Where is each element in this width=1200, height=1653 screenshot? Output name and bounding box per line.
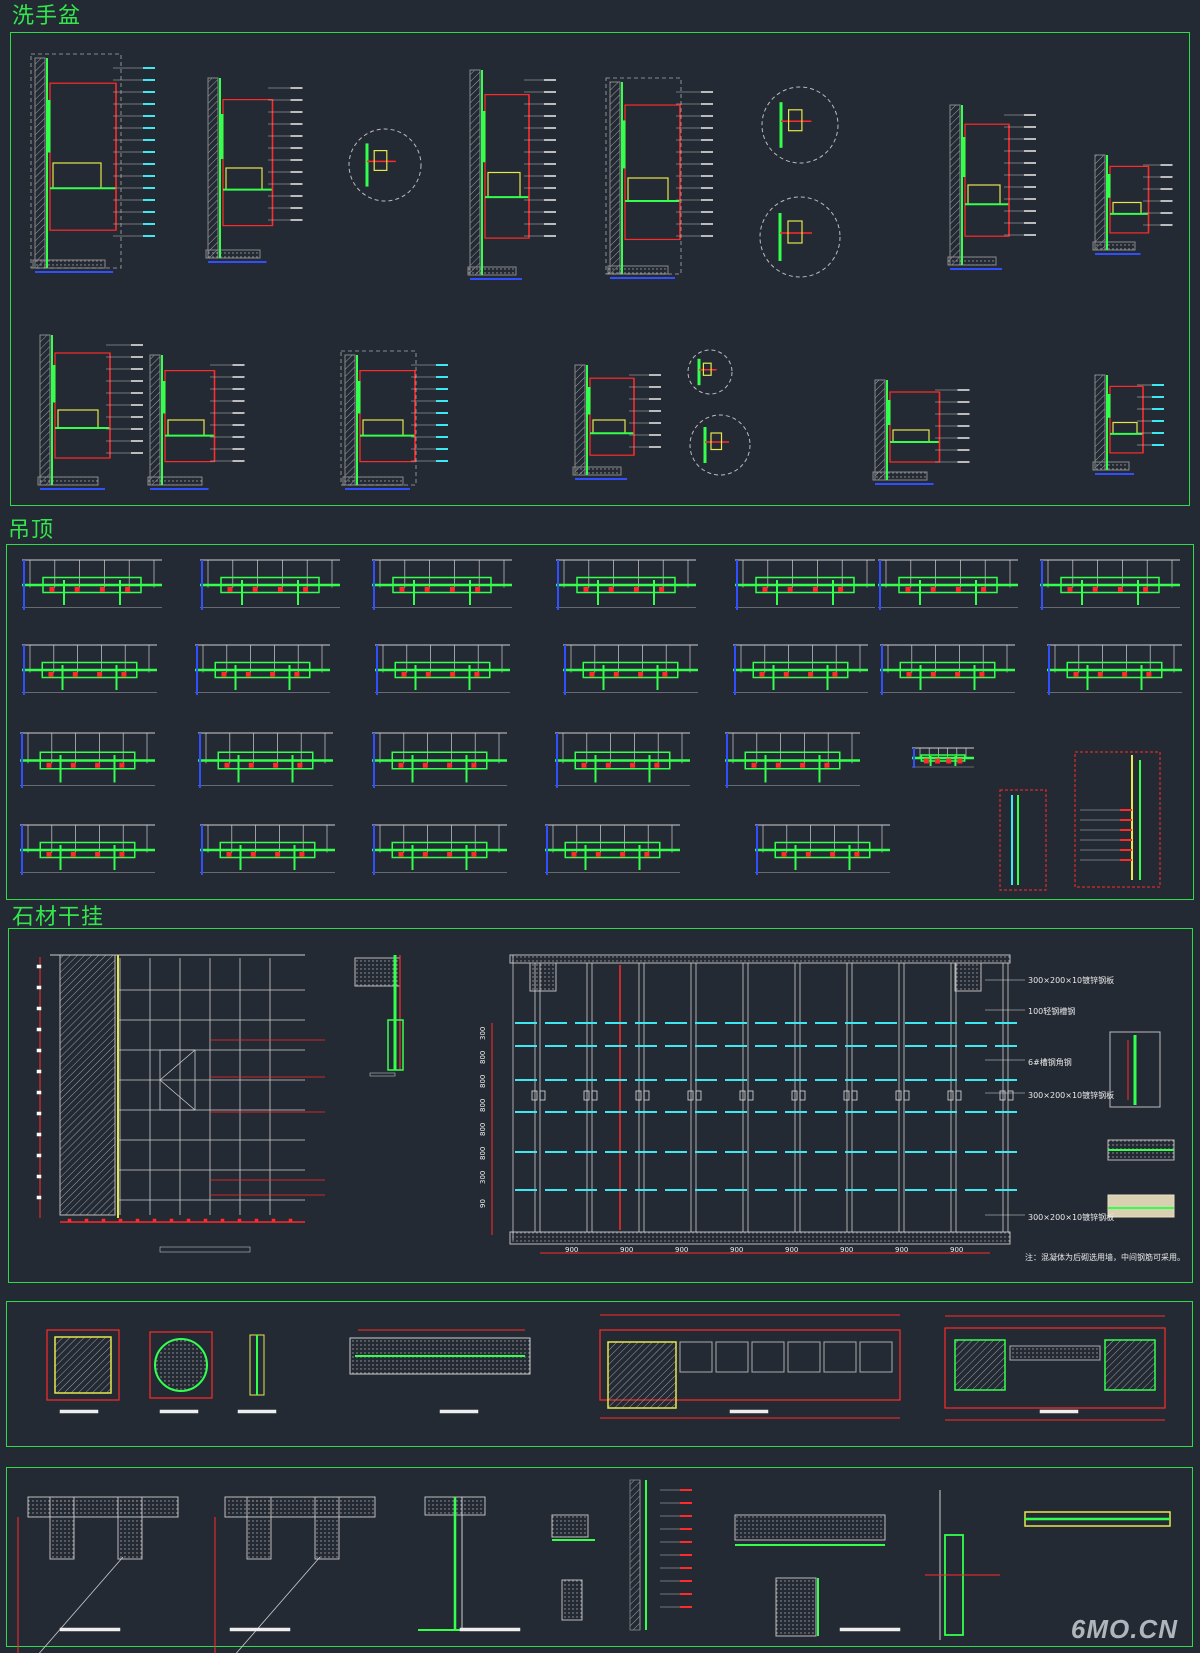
basin-section [147, 354, 245, 490]
ceiling-profile [372, 559, 512, 610]
ceiling-profile [200, 559, 340, 610]
detail-circle [759, 196, 841, 278]
dim-bottom-2: 900 [675, 1246, 688, 1254]
ceiling-profile [195, 644, 330, 695]
section-title-stone: 石材干挂 [12, 905, 105, 930]
ceiling-profile [725, 732, 860, 788]
ceiling-profile [372, 732, 507, 788]
dim-bottom-5: 900 [840, 1246, 853, 1254]
ceiling-profile [198, 732, 333, 788]
ceiling-profile [20, 732, 155, 788]
ceiling-profile [1040, 559, 1180, 610]
ceiling-profile [563, 644, 698, 695]
basin-frame [10, 32, 1190, 506]
stone-beam [214, 1496, 376, 1653]
ceiling-profile [1047, 644, 1182, 695]
dim-left-6: 300 [479, 1171, 487, 1184]
stone-elevation-drawing: 900 900 900 900 900 900 900 900 300 800 800 800 800 8… [479, 954, 1175, 1254]
stone-label-5: 300×200×10镀锌钢板 [1028, 1213, 1115, 1222]
ceiling-profile [556, 559, 696, 610]
ceiling-profile [22, 559, 162, 610]
detail-circle [689, 414, 751, 476]
dim-bottom-0: 900 [565, 1246, 578, 1254]
ceiling-profile [878, 559, 1018, 610]
detail-circle [687, 349, 733, 395]
ceiling-profile [880, 644, 1015, 695]
watermark-logo: 6MO.CN [1070, 1614, 1178, 1644]
basin-section [467, 69, 556, 280]
dim-left-4: 800 [479, 1123, 487, 1136]
basin-section [205, 77, 303, 263]
ceiling-tall-detail [999, 751, 1161, 891]
dim-bottom-1: 900 [620, 1246, 633, 1254]
basin-section [1092, 154, 1173, 255]
basin-section [30, 53, 155, 273]
ceiling-profile [555, 732, 690, 788]
dim-left-2: 800 [479, 1075, 487, 1088]
ceiling-profile [375, 644, 510, 695]
dim-left-0: 300 [479, 1027, 487, 1040]
ceiling-profile [755, 824, 890, 875]
stone-left-drawing [36, 954, 404, 1253]
ceiling-profile [735, 559, 875, 610]
basin-section [340, 350, 448, 490]
dim-left-3: 800 [479, 1099, 487, 1112]
stone-details-frame [6, 1467, 1193, 1647]
stone-details-drawings [17, 1479, 1171, 1653]
stone-label-3: 6#槽钢角钢 [1028, 1058, 1072, 1067]
dim-left-1: 800 [479, 1051, 487, 1064]
dim-bottom-7: 900 [950, 1246, 963, 1254]
stone-label-2: 100轻钢槽钢 [1028, 1007, 1076, 1016]
stone-frame [8, 928, 1193, 1283]
detail-circle [761, 86, 839, 164]
ceiling-profile [733, 644, 868, 695]
ceiling-profile [200, 824, 335, 875]
ceiling-profile [545, 824, 680, 875]
basin-section [1092, 374, 1164, 475]
column-details-drawings [46, 1314, 1166, 1421]
ceiling-frame [6, 544, 1194, 900]
basin-drawings [30, 53, 1173, 490]
basin-section [947, 104, 1036, 270]
dim-bottom-6: 900 [895, 1246, 908, 1254]
basin-section [572, 364, 661, 480]
stone-label-1: 300×200×10镀锌钢板 [1028, 976, 1115, 985]
basin-section [605, 77, 713, 279]
stone-note: 注：混凝体为后砌选用墙，中间钢筋可采用。 [1025, 1253, 1185, 1262]
dim-bottom-3: 900 [730, 1246, 743, 1254]
section-title-basin: 洗手盆 [12, 4, 82, 29]
dim-bottom-4: 900 [785, 1246, 798, 1254]
basin-section [872, 379, 970, 485]
column-details-frame [6, 1301, 1193, 1447]
dim-left-7: 90 [479, 1199, 487, 1208]
ceiling-drawings [20, 559, 1182, 891]
stone-label-4: 300×200×10镀锌钢板 [1028, 1091, 1115, 1100]
ceiling-profile [912, 747, 974, 768]
stone-beam [17, 1496, 179, 1653]
ceiling-profile [20, 824, 155, 875]
dim-left-5: 800 [479, 1147, 487, 1160]
basin-section [37, 334, 143, 490]
detail-circle [348, 128, 422, 202]
ceiling-profile [22, 644, 157, 695]
section-title-ceiling: 吊顶 [8, 518, 55, 543]
ceiling-profile [372, 824, 507, 875]
